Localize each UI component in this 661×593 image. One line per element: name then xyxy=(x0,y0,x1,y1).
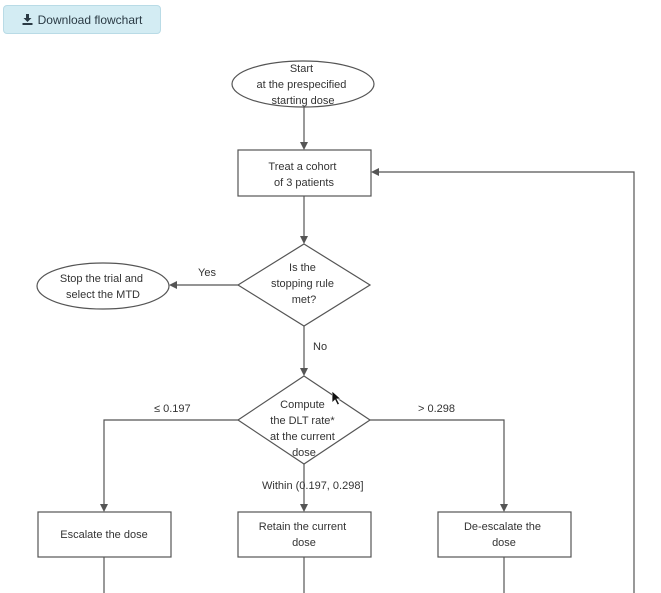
edge-high-label: > 0.298 xyxy=(418,403,455,415)
edge-low-label: ≤ 0.197 xyxy=(154,403,191,415)
arrowhead xyxy=(500,504,508,512)
escalate-node xyxy=(37,511,172,558)
stopping-rule-label: Is the stopping rule met? xyxy=(271,262,337,306)
treat-cohort-label: Treat a cohort of 3 patients xyxy=(268,161,339,189)
edge-high-to-deescalate xyxy=(370,419,505,506)
edge-loop-back-to-treat xyxy=(377,171,635,593)
treat-cohort-node xyxy=(237,149,372,197)
start-node-label: Start at the prespecified starting dose xyxy=(257,63,350,107)
download-flowchart-button[interactable]: Download flowchart xyxy=(3,5,161,34)
stop-trial-node xyxy=(36,262,170,310)
mouse-cursor-icon xyxy=(331,390,344,412)
escalate-label: Escalate the dose xyxy=(60,529,147,541)
retain-node xyxy=(237,511,372,558)
arrowhead xyxy=(169,281,177,289)
edge-within-label: Within (0.197, 0.298] xyxy=(262,480,364,492)
download-icon xyxy=(22,14,33,25)
start-node xyxy=(231,60,375,108)
download-button-label: Download flowchart xyxy=(37,12,143,27)
retain-label: Retain the current dose xyxy=(259,521,350,549)
arrowhead xyxy=(371,168,379,176)
edge-yes-label: Yes xyxy=(198,267,216,279)
arrowhead xyxy=(300,504,308,512)
arrowhead xyxy=(100,504,108,512)
arrowhead xyxy=(300,368,308,376)
compute-dlt-label: Compute the DLT rate* at the current dos… xyxy=(270,399,338,459)
arrowhead xyxy=(300,142,308,150)
arrowhead xyxy=(300,236,308,244)
edge-no-label: No xyxy=(313,341,327,353)
stop-trial-label: Stop the trial and select the MTD xyxy=(60,273,146,301)
edge-low-to-escalate xyxy=(103,419,238,506)
deescalate-label: De-escalate the dose xyxy=(464,521,544,549)
deescalate-node xyxy=(437,511,572,558)
